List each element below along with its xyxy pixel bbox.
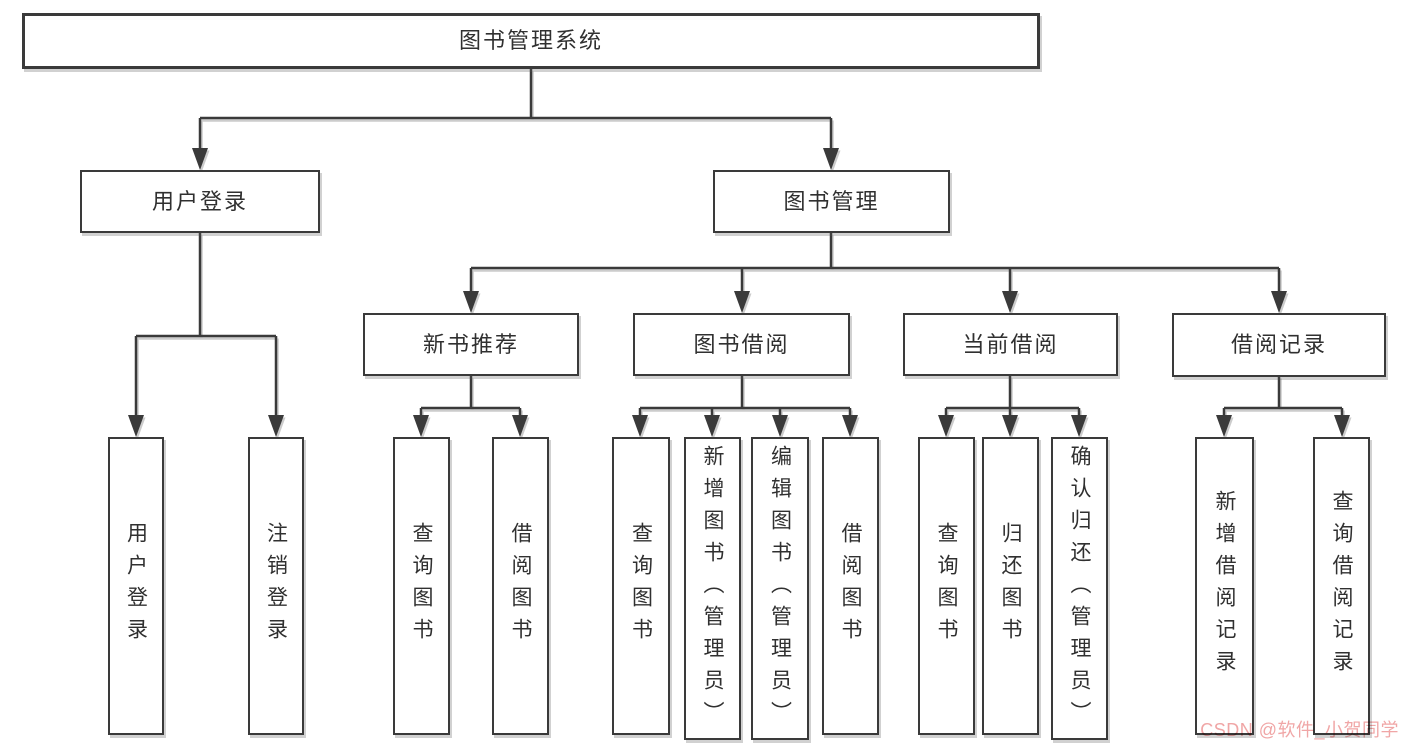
leaf-confirm-return-admin: 确认归还（管理员） bbox=[1051, 437, 1108, 740]
node-book-borrow: 图书借阅 bbox=[633, 313, 850, 376]
leaf-logout: 注销登录 bbox=[248, 437, 304, 735]
leaf-edit-books-admin: 编辑图书（管理员） bbox=[751, 437, 809, 740]
arrowheads bbox=[128, 148, 1350, 437]
node-book-management: 图书管理 bbox=[713, 170, 950, 233]
connector-main bbox=[128, 69, 1350, 437]
leaf-query-borrow-record: 查询借阅记录 bbox=[1313, 437, 1370, 735]
leaf-query-books-recommend: 查询图书 bbox=[393, 437, 450, 735]
node-borrow-records: 借阅记录 bbox=[1172, 313, 1386, 377]
leaf-query-books-borrow: 查询图书 bbox=[612, 437, 670, 735]
node-user-login: 用户登录 bbox=[80, 170, 320, 233]
leaf-add-books-admin: 新增图书（管理员） bbox=[684, 437, 741, 740]
node-current-borrow: 当前借阅 bbox=[903, 313, 1118, 376]
connector-shadow bbox=[129, 71, 1352, 440]
leaf-return-books: 归还图书 bbox=[982, 437, 1039, 735]
leaf-query-books-current: 查询图书 bbox=[918, 437, 975, 735]
leaf-borrow-books-recommend: 借阅图书 bbox=[492, 437, 549, 735]
leaf-borrow-books: 借阅图书 bbox=[822, 437, 879, 735]
leaf-user-login: 用户登录 bbox=[108, 437, 164, 735]
leaf-add-borrow-record: 新增借阅记录 bbox=[1195, 437, 1254, 735]
node-root-library-system: 图书管理系统 bbox=[22, 13, 1040, 69]
node-new-book-recommend: 新书推荐 bbox=[363, 313, 579, 376]
